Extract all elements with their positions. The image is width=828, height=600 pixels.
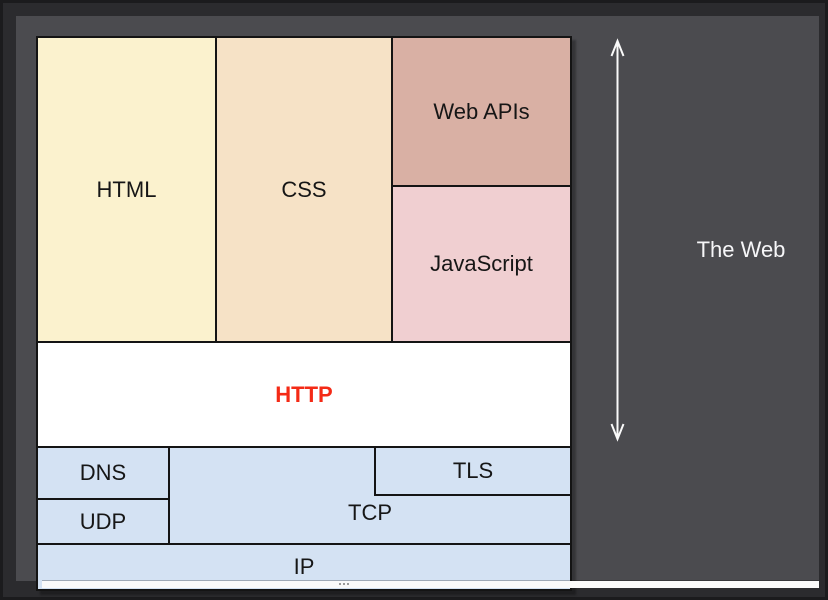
box-web-apis-label: Web APIs (433, 98, 530, 124)
bottom-divider-handle[interactable] (42, 581, 819, 588)
box-ip-label: IP (293, 554, 315, 579)
box-html: HTML (36, 36, 217, 343)
web-stack-diagram: HTML CSS Web APIs JavaScript HTTP DNS UD… (36, 36, 572, 591)
box-tls: TLS (374, 446, 572, 496)
box-dns: DNS (36, 446, 170, 500)
box-tcp-label: TCP (348, 500, 392, 525)
drag-handle-dots-icon[interactable] (339, 583, 349, 585)
double-arrow-icon (610, 38, 625, 442)
drawing-canvas: HTML CSS Web APIs JavaScript HTTP DNS UD… (16, 16, 819, 591)
the-web-annotation: The Web (696, 237, 786, 262)
box-javascript-label: JavaScript (430, 251, 533, 276)
box-tls-label: TLS (452, 458, 494, 483)
box-udp: UDP (36, 498, 170, 545)
box-javascript: JavaScript (391, 185, 572, 343)
box-css-label: CSS (281, 176, 327, 202)
box-http-label: HTTP (275, 381, 333, 407)
box-css: CSS (215, 36, 393, 343)
box-http: HTTP (36, 341, 572, 448)
box-html-label: HTML (96, 176, 157, 202)
box-dns-label: DNS (79, 460, 127, 485)
box-udp-label: UDP (79, 508, 127, 534)
box-web-apis: Web APIs (391, 36, 572, 187)
